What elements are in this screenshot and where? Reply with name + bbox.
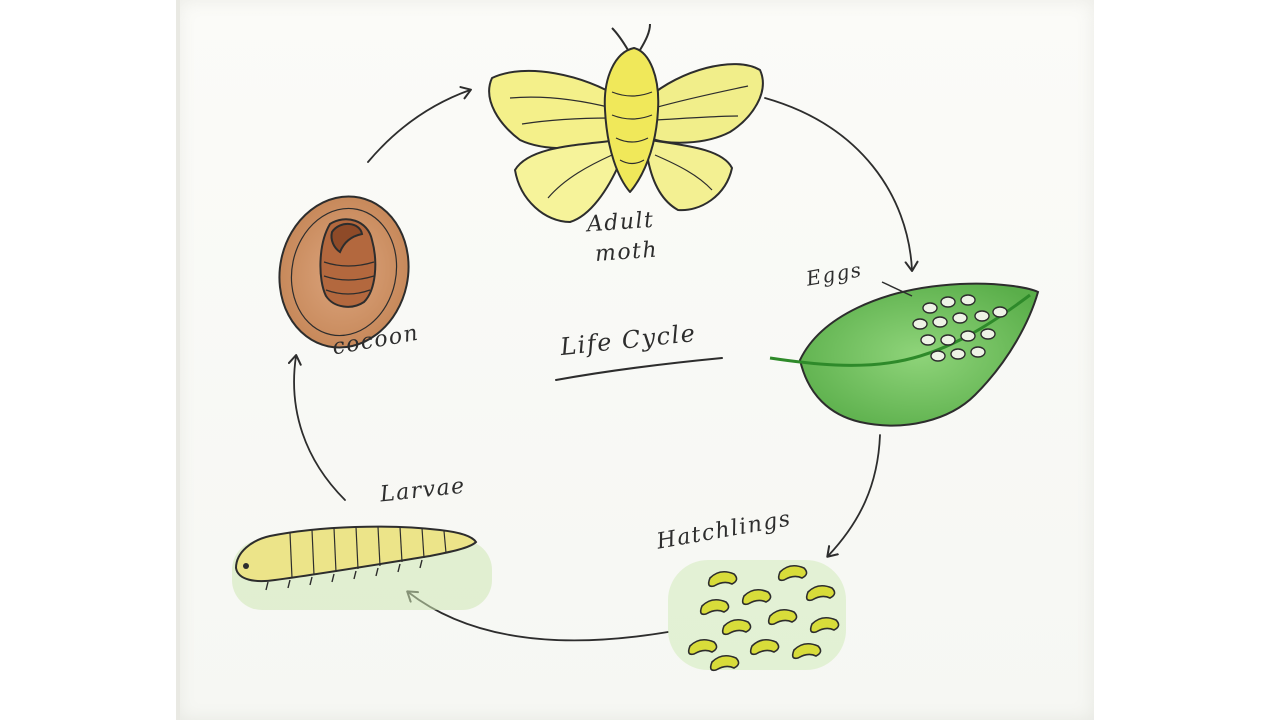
larva-leg: [397, 563, 401, 573]
hatchling: [777, 564, 808, 582]
title-underline: [555, 357, 723, 381]
larva-leg: [331, 573, 335, 583]
moth-lower-right-wing: [647, 139, 733, 212]
egg: [920, 334, 936, 346]
hatchling-group: [687, 564, 840, 672]
moth-antenna-right: [639, 23, 651, 51]
moth-vein: [509, 96, 613, 109]
larva-leg: [309, 576, 313, 586]
egg: [974, 310, 990, 322]
larva-segment: [355, 526, 359, 570]
hatchling: [721, 618, 752, 636]
moth-segment: [615, 137, 649, 143]
larva-segment: [377, 526, 381, 567]
moth-upper-right-wing: [647, 63, 764, 144]
larva-segment: [421, 527, 425, 559]
hatchling: [699, 598, 730, 616]
egg: [992, 306, 1008, 318]
egg: [912, 318, 928, 330]
hatchling: [741, 588, 772, 606]
cocoon-drawing: [278, 195, 410, 349]
cocoon-inner-ring: [290, 207, 398, 337]
hatchling: [749, 638, 780, 656]
moth-lower-left-wing: [514, 139, 621, 223]
hatchling: [809, 616, 840, 634]
larva-segment: [443, 530, 447, 554]
egg: [922, 302, 938, 314]
moth-upper-left-wing: [488, 69, 621, 150]
hatchling: [709, 654, 740, 672]
adult-moth-label: Adult moth: [586, 206, 659, 271]
moth-segment: [611, 91, 653, 97]
eggs-pointer: [881, 281, 913, 297]
moth-wing-veins: [509, 85, 749, 199]
pupa-segments: [323, 261, 375, 295]
larva-body: [234, 525, 478, 583]
moth-vein: [521, 117, 611, 125]
pupa-segment: [325, 289, 371, 295]
hatchling: [805, 584, 836, 602]
larva-leg: [375, 567, 379, 577]
pupa-segment: [323, 261, 375, 267]
egg: [960, 330, 976, 342]
moth-segment: [611, 114, 653, 120]
egg: [940, 296, 956, 308]
hatchling: [687, 638, 718, 656]
adult-moth-drawing: [488, 23, 764, 223]
larva-segment: [333, 527, 337, 573]
leaf: [798, 282, 1040, 427]
moth-vein: [654, 154, 713, 191]
larva-leg: [265, 581, 269, 591]
hatchling: [791, 642, 822, 660]
leaf-stem: [769, 293, 1031, 367]
moth-segment: [619, 159, 645, 165]
larva-segment: [399, 526, 403, 563]
moth-vein: [547, 154, 613, 199]
larva-leg: [419, 559, 423, 569]
larva-segments: [289, 526, 447, 579]
egg: [932, 316, 948, 328]
larva-drawing: [232, 525, 492, 610]
egg: [960, 294, 976, 306]
arrow-larvae-to-cocoon: [287, 354, 346, 501]
arrow-adult-to-eggs: [764, 97, 919, 272]
eggs-on-leaf-drawing: [769, 281, 1040, 427]
moth-body-segments: [611, 91, 653, 165]
moth-antenna-left: [611, 27, 629, 51]
adult-label-line1: Adult: [586, 207, 656, 238]
hatchling: [707, 570, 738, 588]
egg: [980, 328, 996, 340]
larva-leg: [353, 570, 357, 580]
pupa-head: [330, 223, 364, 254]
moth-vein: [655, 115, 739, 121]
egg: [952, 312, 968, 324]
egg: [950, 348, 966, 360]
larva-legs: [265, 559, 423, 591]
hatchling: [767, 608, 798, 626]
egg: [930, 350, 946, 362]
adult-label-line2: moth: [594, 237, 659, 267]
larva-segment: [289, 532, 293, 579]
egg: [970, 346, 986, 358]
arrow-eggs-to-hatchlings: [826, 434, 881, 558]
larva-eye: [243, 563, 249, 569]
moth-body: [603, 47, 660, 193]
arrow-cocoon-to-adult: [367, 86, 472, 163]
hatchlings-drawing: [668, 560, 846, 672]
paper-edge: [176, 0, 180, 720]
moth-vein: [653, 85, 749, 109]
egg: [940, 334, 956, 346]
pupa-segment: [323, 275, 375, 281]
larva-segment: [311, 529, 315, 576]
larva-leg: [287, 579, 291, 589]
egg-cluster: [912, 294, 1008, 362]
